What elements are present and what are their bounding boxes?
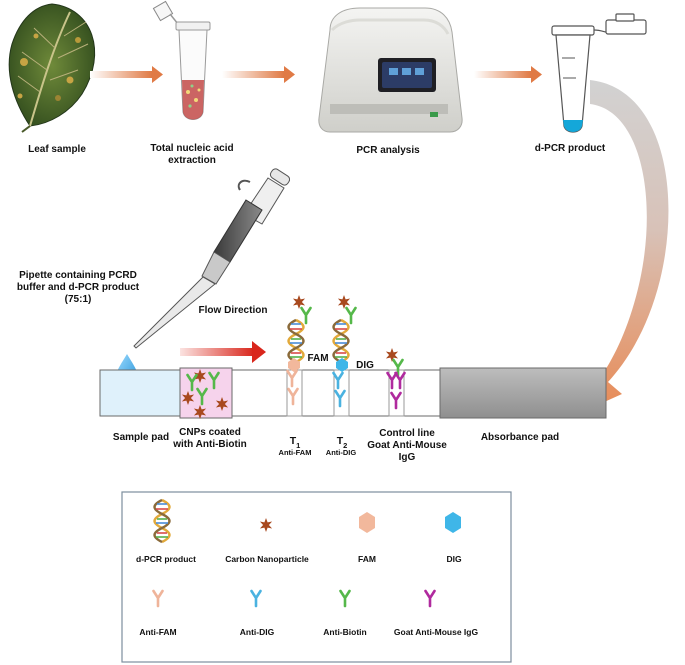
legend-label-dig: DIG <box>446 554 462 564</box>
label-leaf-sample: Leaf sample <box>28 144 86 155</box>
label-absorbance-pad: Absorbance pad <box>480 432 560 443</box>
legend-label-anti-dig: Anti-DIG <box>239 627 275 637</box>
t1-letter: T <box>289 435 297 447</box>
label-t2: T2 <box>326 430 358 450</box>
flow-direction-arrow <box>180 348 254 356</box>
label-fam-tag: FAM <box>307 353 329 364</box>
workflow-arrow-1-head <box>152 66 163 83</box>
extraction-tube-image <box>152 0 211 120</box>
label-dpcr-product: d-PCR product <box>534 143 606 154</box>
legend-dig-icon <box>445 512 461 533</box>
t2-complex <box>332 295 357 408</box>
label-pipette: Pipette containing PCRD buffer and d-PCR… <box>16 270 140 305</box>
curved-flow-arrow <box>582 80 669 412</box>
label-t1: T1 <box>279 430 311 450</box>
label-dig-tag: DIG <box>356 360 374 371</box>
sample-pad <box>99 369 185 417</box>
workflow-arrow-3-head <box>531 66 542 83</box>
legend-label-fam: FAM <box>358 554 376 564</box>
legend-label-dpcr: d-PCR product <box>136 554 196 564</box>
leaf-sample-image <box>8 3 96 133</box>
legend-label-anti-biotin: Anti-Biotin <box>323 627 367 637</box>
label-conjugate-pad: CNPs coated with Anti-Biotin <box>173 427 247 450</box>
legend-label-nanoparticle: Carbon Nanoparticle <box>225 554 309 564</box>
label-control-line: Control line Goat Anti-Mouse IgG <box>367 428 447 463</box>
label-t1-caption: Anti-FAM <box>278 448 312 457</box>
t2-letter: T <box>336 435 344 447</box>
legend-label-anti-fam: Anti-FAM <box>139 627 177 637</box>
t1-complex <box>286 295 312 406</box>
label-extraction: Total nucleic acid extraction <box>150 143 234 166</box>
workflow-arrow-3 <box>474 71 531 78</box>
t1-subscript: 1 <box>296 441 301 451</box>
label-flow-direction: Flow Direction <box>198 305 268 316</box>
legend-label-goat-anti-mouse: Goat Anti-Mouse IgG <box>393 627 479 637</box>
label-t2-caption: Anti-DIG <box>325 448 357 457</box>
workflow-arrow-2 <box>222 71 284 78</box>
label-pcr-analysis: PCR analysis <box>356 145 420 156</box>
dpcr-tube-image <box>551 13 647 133</box>
legend-fam-icon <box>359 512 375 533</box>
absorbance-pad <box>439 367 607 419</box>
pipette-image <box>133 168 291 349</box>
workflow-arrow-2-head <box>284 66 295 83</box>
label-sample-pad: Sample pad <box>112 432 170 443</box>
pcr-machine-image <box>318 7 463 133</box>
workflow-arrow-1 <box>90 71 152 78</box>
t2-subscript: 2 <box>343 441 348 451</box>
